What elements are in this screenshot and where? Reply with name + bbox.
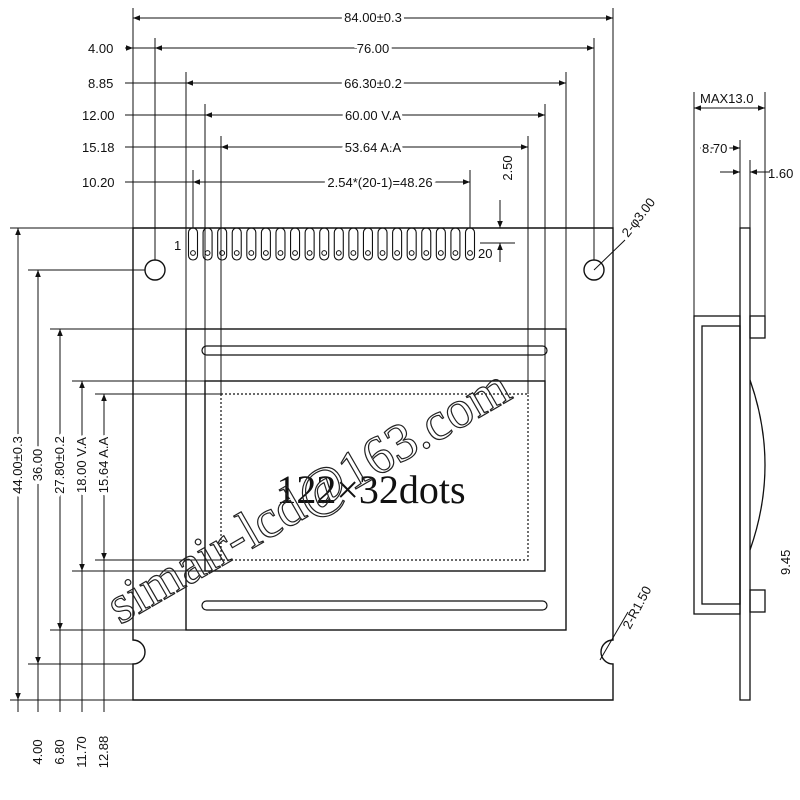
dim-view-area-height: 18.00 V.A [74, 437, 89, 493]
offset-active: 15.18 [82, 140, 115, 155]
dim-active-area-width: 53.64 A.A [345, 140, 402, 155]
bezel-outline [185, 328, 567, 631]
dim-pin-offset: 2.50 [500, 155, 515, 180]
dim-overall-height: 44.00±0.3 [10, 436, 25, 494]
pin-hole-5 [248, 250, 255, 256]
bottom-offset-view: 11.70 [74, 736, 89, 768]
pin-16 [406, 227, 417, 261]
dim-body-thickness: 8.70 [702, 141, 727, 156]
pin-15 [392, 227, 403, 261]
bottom-offset-hole: 4.00 [30, 739, 45, 764]
pin-hole-1 [190, 250, 196, 256]
dim-pcb-thickness: 1.60 [768, 166, 793, 181]
pin-hole-14 [379, 250, 386, 256]
pin-hole-12 [350, 250, 357, 256]
pin-hole-20 [467, 250, 473, 256]
pin-hole-13 [365, 250, 371, 256]
pin-hole-9 [306, 250, 313, 256]
pin-hole-19 [452, 250, 459, 256]
pin-10 [319, 227, 330, 261]
pin-hole-3 [219, 250, 226, 256]
pin-label-first: 1 [174, 238, 181, 253]
pin-hole-16 [408, 250, 415, 256]
pin-label-last: 20 [478, 246, 492, 261]
pin-6 [260, 227, 271, 261]
pin-18 [435, 227, 446, 261]
mounting-hole-left [144, 259, 166, 281]
top-slot [201, 345, 548, 356]
pin-8 [290, 227, 301, 261]
pin-13 [362, 227, 373, 261]
bottom-offset-bezel: 6.80 [52, 739, 67, 764]
dim-hole-pitch: 76.00 [357, 41, 390, 56]
dim-partial-label: 9.45 [778, 550, 793, 575]
pin-14 [377, 227, 388, 261]
offset-bezel: 8.85 [88, 76, 113, 91]
pin-hole-17 [423, 250, 430, 256]
bottom-offset-active: 12.88 [96, 736, 111, 769]
offset-view: 12.00 [82, 108, 115, 123]
active-area [220, 393, 529, 561]
pin-row [187, 227, 476, 261]
pcb-outline [132, 227, 614, 701]
dim-overall-width: 84.00±0.3 [344, 10, 402, 25]
pin-7 [275, 227, 286, 261]
pin-2 [202, 227, 213, 261]
dim-bezel-width: 66.30±0.2 [344, 76, 402, 91]
dim-max-thickness: MAX13.0 [700, 91, 753, 106]
dim-hole-height: 36.00 [30, 449, 45, 482]
pin-9 [304, 227, 315, 261]
resolution-label: 122×32dots [276, 467, 465, 512]
pin-3 [217, 227, 228, 261]
pin-17 [421, 227, 432, 261]
pin-hole-6 [262, 250, 269, 256]
pin-4 [231, 227, 242, 261]
dim-view-area-width: 60.00 V.A [345, 108, 401, 123]
pin-19 [450, 227, 461, 261]
pin-hole-2 [204, 250, 211, 256]
pin-5 [246, 227, 257, 261]
pin-11 [333, 227, 344, 261]
dim-bezel-height: 27.80±0.2 [52, 436, 67, 494]
offset-hole: 4.00 [88, 41, 113, 56]
callout-radius: 2-R1.50 [619, 584, 654, 632]
pin-hole-18 [437, 250, 444, 256]
pin-hole-15 [394, 250, 401, 256]
dim-pin-span: 2.54*(20-1)=48.26 [327, 175, 432, 190]
callout-holes: 2-φ3.00 [619, 195, 659, 240]
side-view [693, 227, 766, 701]
offset-pin-start: 10.20 [82, 175, 115, 190]
bottom-slot [201, 600, 548, 611]
pin-12 [348, 227, 359, 261]
pin-hole-7 [277, 250, 284, 256]
pin-hole-8 [292, 250, 298, 256]
pin-hole-4 [233, 250, 240, 256]
viewing-area [204, 380, 546, 572]
pin-hole-10 [321, 250, 328, 256]
dim-active-area-height: 15.64 A.A [96, 436, 111, 493]
pin-hole-11 [335, 250, 342, 256]
